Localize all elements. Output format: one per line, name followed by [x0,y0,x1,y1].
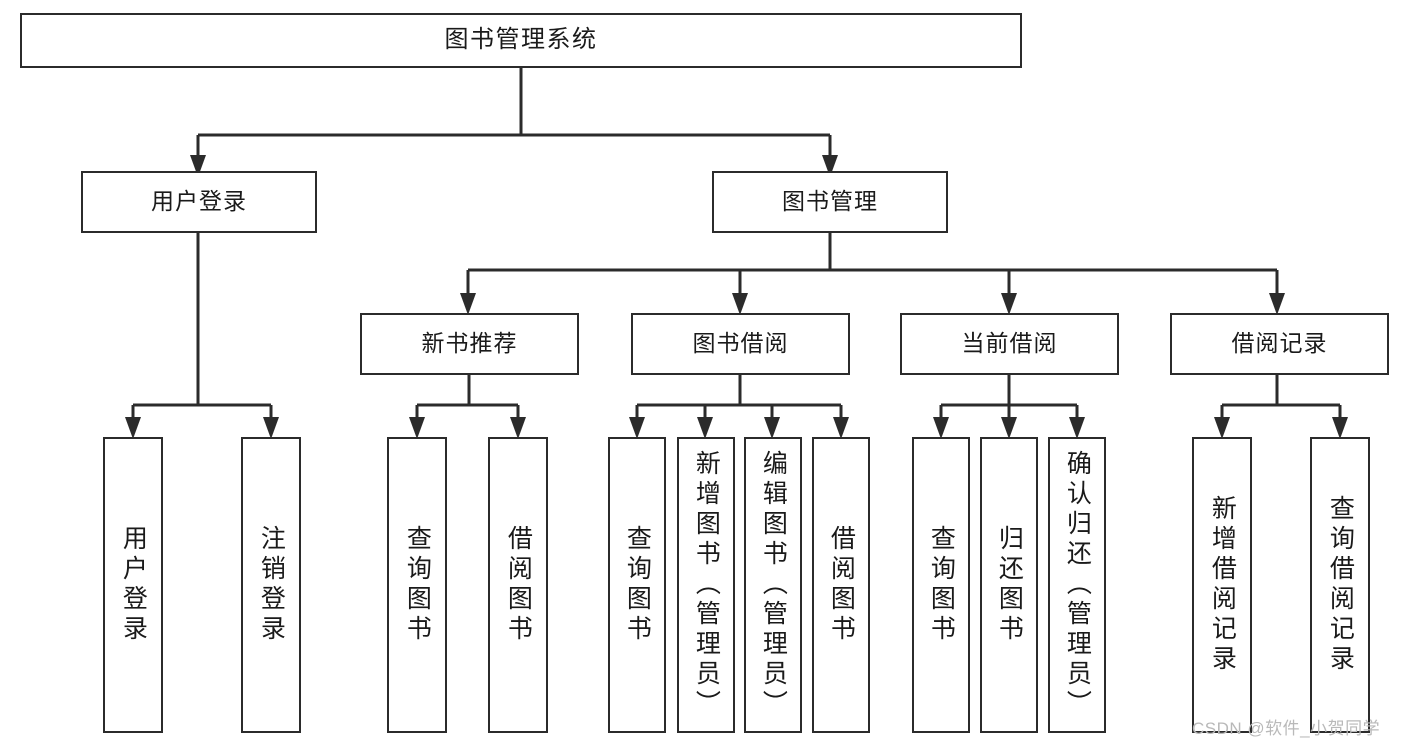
leaf-user-login-logout[interactable]: 注销登录 [241,437,301,733]
node-label: 借阅图书 [827,525,856,645]
leaf-borrow-add-book-admin[interactable]: 新增图书（管理员） [677,437,735,733]
node-label: 查询图书 [623,525,652,645]
node-label: 用户登录 [119,525,148,645]
node-book-borrow[interactable]: 图书借阅 [631,313,850,375]
node-label: 编辑图书（管理员） [759,450,788,720]
node-new-book-recommend[interactable]: 新书推荐 [360,313,579,375]
node-label: 新书推荐 [421,330,518,357]
leaf-new-book-query-book[interactable]: 查询图书 [387,437,447,733]
node-book-management[interactable]: 图书管理 [712,171,948,233]
leaf-borrow-query-book[interactable]: 查询图书 [608,437,666,733]
node-label: 借阅图书 [504,525,533,645]
node-label: 当前借阅 [961,330,1058,357]
leaf-current-query-book[interactable]: 查询图书 [912,437,970,733]
node-label: 图书管理 [782,188,878,215]
node-label: 图书借阅 [692,330,789,357]
node-borrow-records[interactable]: 借阅记录 [1170,313,1389,375]
leaf-new-book-borrow-book[interactable]: 借阅图书 [488,437,548,733]
node-user-login[interactable]: 用户登录 [81,171,317,233]
node-label: 图书管理系统 [444,26,598,54]
node-label: 借阅记录 [1231,330,1328,357]
leaf-current-return-book[interactable]: 归还图书 [980,437,1038,733]
leaf-borrow-borrow-book[interactable]: 借阅图书 [812,437,870,733]
node-label: 注销登录 [257,525,286,645]
node-current-borrow[interactable]: 当前借阅 [900,313,1119,375]
node-label: 归还图书 [995,525,1024,645]
csdn-watermark: CSDN @软件_小贺同学 [1192,719,1381,738]
leaf-current-confirm-return-admin[interactable]: 确认归还（管理员） [1048,437,1106,733]
node-label: 新增图书（管理员） [692,450,721,720]
node-label: 用户登录 [151,188,247,215]
leaf-borrow-edit-book-admin[interactable]: 编辑图书（管理员） [744,437,802,733]
node-root-book-management-system[interactable]: 图书管理系统 [20,13,1022,68]
node-label: 新增借阅记录 [1208,495,1237,675]
node-label: 查询图书 [927,525,956,645]
leaf-records-add-record[interactable]: 新增借阅记录 [1192,437,1252,733]
node-label: 查询借阅记录 [1326,495,1355,675]
leaf-records-query-record[interactable]: 查询借阅记录 [1310,437,1370,733]
node-label: 查询图书 [403,525,432,645]
leaf-user-login-login[interactable]: 用户登录 [103,437,163,733]
node-label: 确认归还（管理员） [1063,450,1092,720]
